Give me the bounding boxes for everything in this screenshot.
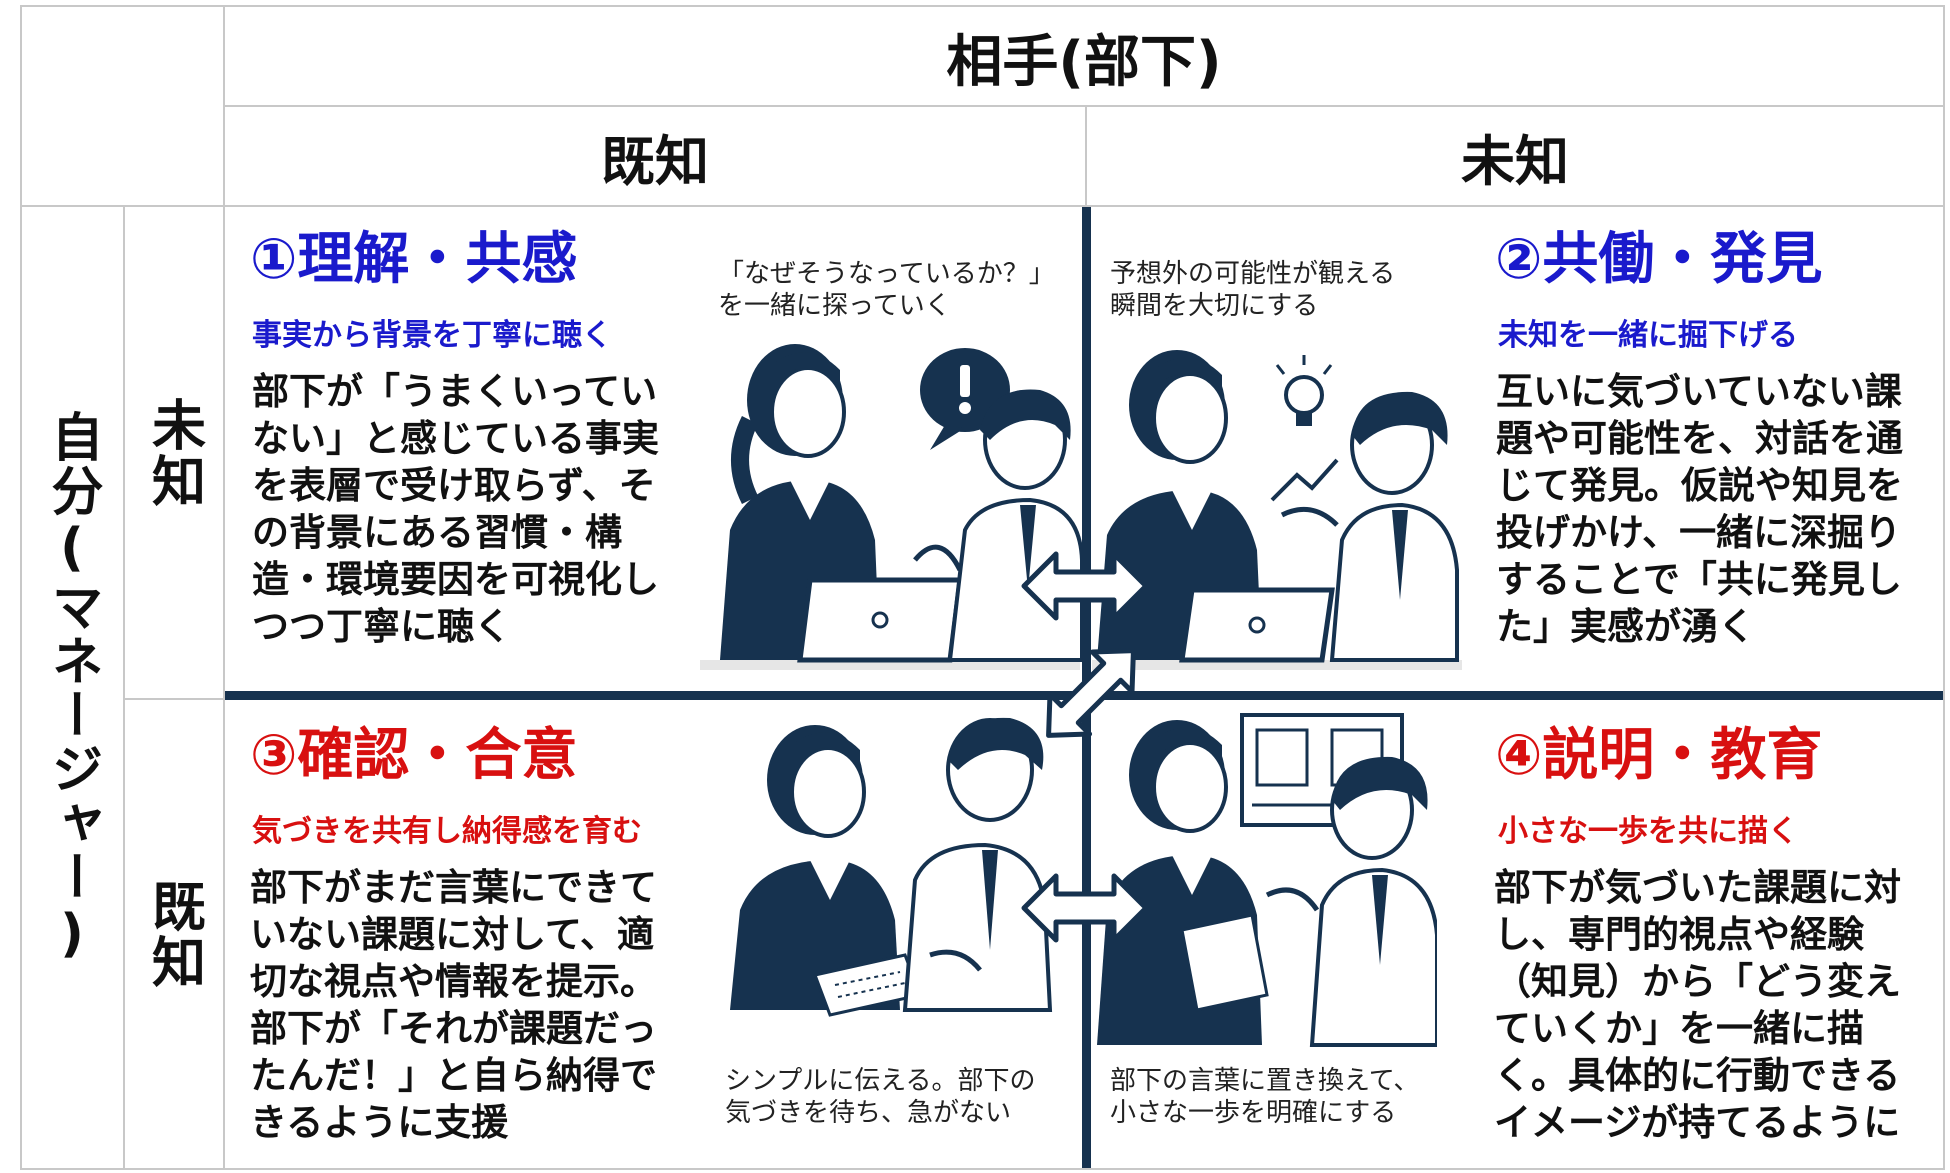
grid-line-main-left	[223, 5, 225, 1170]
header-partner: 相手(部下)	[946, 30, 1222, 95]
q4-caption: 部下の言葉に置き換えて、 小さな一歩を明確にする	[1110, 1066, 1420, 1128]
side-unknown-cell: 未知	[125, 207, 223, 698]
side-known-cell: 既知	[125, 700, 223, 1168]
side-unknown-label: 未知	[142, 396, 206, 509]
q1-caption: 「なぜそうなっているか？」 を一緒に探っていく	[718, 259, 1055, 321]
q2-title: ②共働・発見	[1495, 227, 1823, 292]
q4-illustration	[1097, 713, 1437, 1047]
header-unknown: 未知	[1461, 130, 1569, 193]
q3-title: ③確認・合意	[250, 723, 578, 788]
q3-body: 部下がまだ言葉にできていない課題に対して、適切な視点や情報を提示。部下が「それが…	[250, 866, 657, 1144]
q3-illustration	[730, 717, 1053, 1017]
q1-subtitle: 事実から背景を丁寧に聴く	[252, 318, 612, 353]
q1-title: ①理解・共感	[250, 227, 578, 292]
grid-line-left	[20, 5, 22, 1170]
grid-line-side-mid	[123, 698, 225, 700]
grid-line-top	[20, 5, 1945, 7]
grid-line-right	[1943, 5, 1945, 1170]
side-self-cell: 自分(マネージャー)	[22, 207, 123, 1168]
q1-illustration	[700, 344, 1082, 670]
grid-line-header-mid	[1085, 105, 1087, 207]
grid-line-side	[123, 205, 125, 1170]
q4-subtitle: 小さな一歩を共に描く	[1498, 814, 1798, 849]
q4-title: ④説明・教育	[1495, 723, 1823, 788]
double-arrow-top	[1021, 551, 1149, 621]
grid-line-header-bottom	[20, 205, 1945, 207]
side-self-label: 自分(マネージャー)	[42, 409, 102, 966]
q1-body: 部下が「うまくいっていない」と感じている事実を表層で受け取らず、その背景にある習…	[252, 370, 659, 648]
double-arrow-diagonal	[1046, 648, 1136, 738]
side-known-label: 既知	[142, 878, 206, 990]
double-arrow-bottom	[1021, 873, 1149, 943]
grid-line-bottom	[20, 1168, 1945, 1170]
header-known: 既知	[601, 130, 709, 193]
q2-body: 互いに気づいていない課題や可能性を、対話を通じて発見。仮説や知見を投げかけ、一緒…	[1496, 370, 1903, 648]
q2-illustration	[1092, 350, 1462, 670]
q3-subtitle: 気づきを共有し納得感を育む	[252, 814, 642, 849]
q2-subtitle: 未知を一緒に掘下げる	[1498, 318, 1798, 353]
q4-body: 部下が気づいた課題に対し、専門的視点や経験（知見）から「どう変えていくか」を一緒…	[1494, 866, 1901, 1144]
q3-caption: シンプルに伝える。部下の 気づきを待ち、急がない	[725, 1066, 1036, 1128]
q2-caption: 予想外の可能性が観える 瞬間を大切にする	[1110, 259, 1396, 321]
